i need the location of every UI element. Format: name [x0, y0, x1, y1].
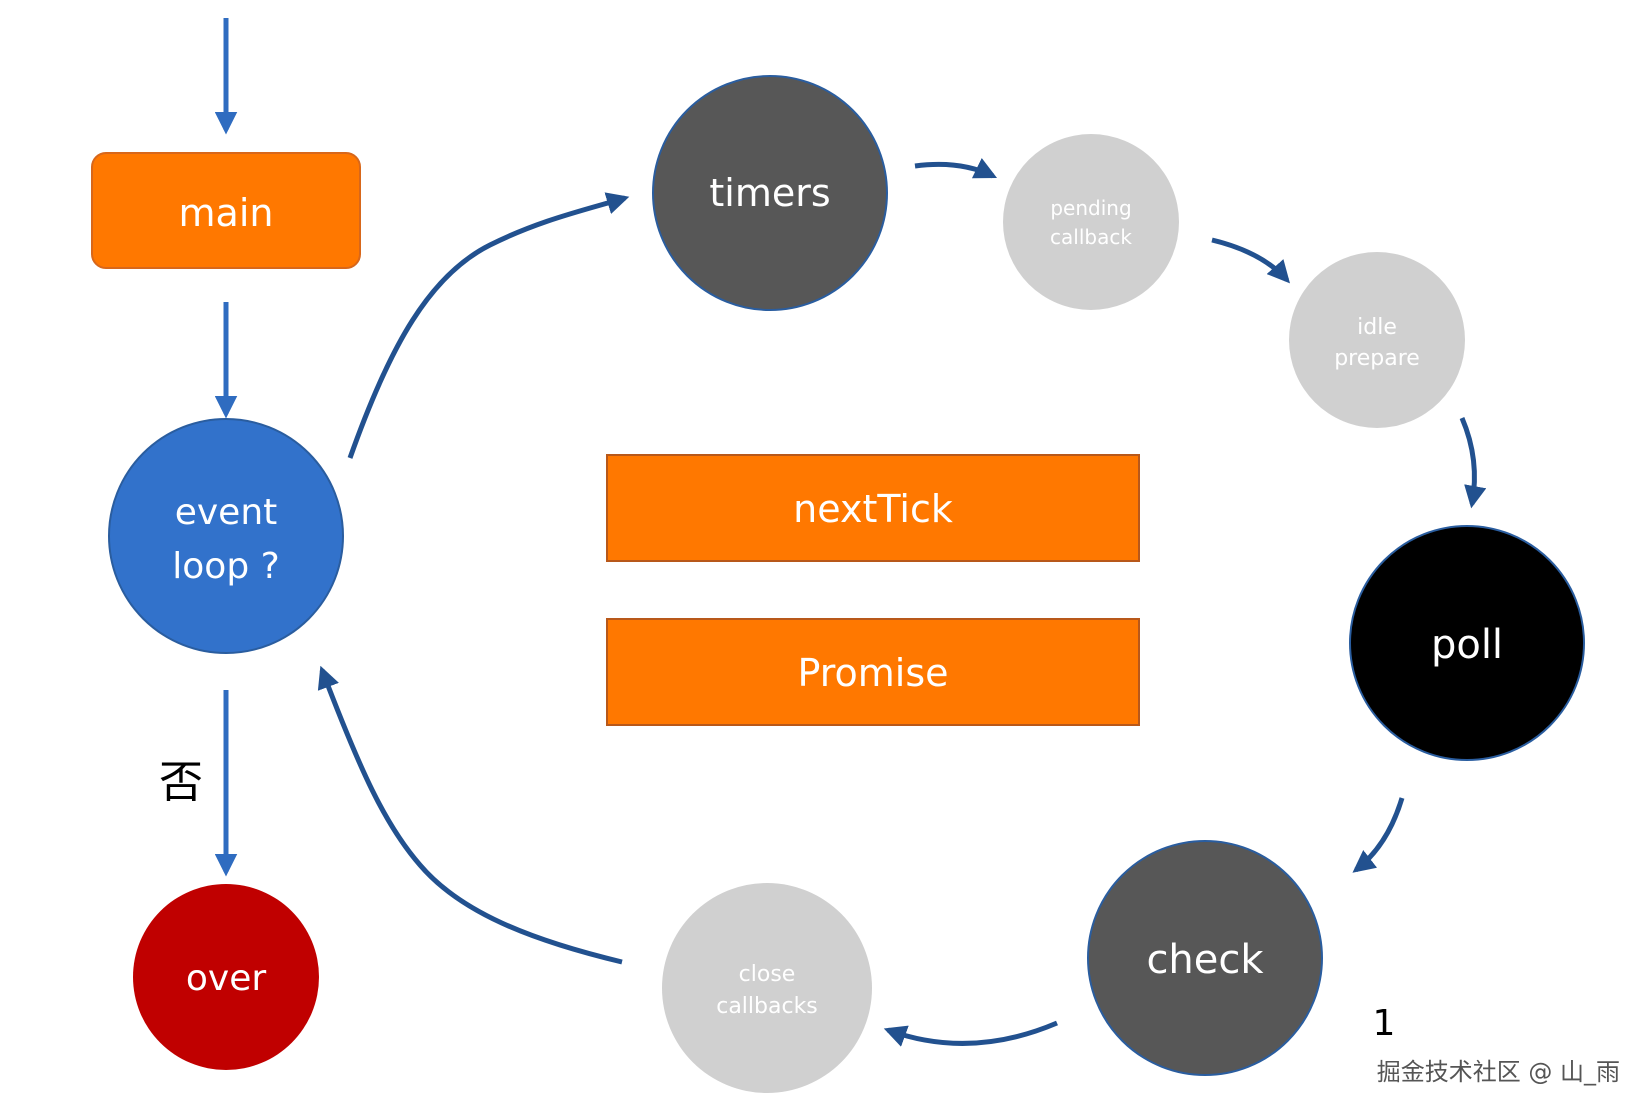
pending-to-idle-arrow	[1211, 237, 1290, 284]
idle-prepare-label-line1: idle	[1357, 315, 1397, 340]
event-loop-node	[108, 418, 344, 654]
timers-to-pending-arrow	[914, 158, 998, 179]
next-tick-label: nextTick	[793, 487, 953, 531]
timers-node	[652, 75, 888, 311]
promise-label: Promise	[797, 651, 948, 695]
timers-label: timers	[709, 171, 830, 215]
check-to-close-arrow	[883, 1020, 1058, 1047]
next-tick-queue	[606, 454, 1140, 562]
poll-label: poll	[1431, 622, 1503, 668]
pending-callback-node	[1003, 134, 1179, 310]
pending-callback-label-line1: pending	[1050, 196, 1131, 220]
close-to-event-loop-arrow	[317, 665, 623, 965]
promise-queue	[606, 618, 1140, 726]
over-label: over	[186, 958, 266, 999]
page-number: 1	[1373, 1003, 1396, 1044]
check-label: check	[1146, 937, 1264, 983]
main-box	[91, 152, 361, 269]
event-loop-label-line1: event	[175, 492, 278, 533]
poll-node	[1349, 525, 1585, 761]
close-callbacks-node	[662, 883, 872, 1093]
pending-callback-label-line2: callback	[1050, 225, 1132, 249]
close-callbacks-label-line1: close	[739, 962, 796, 987]
no-edge-label: 否	[159, 757, 203, 808]
idle-prepare-node	[1289, 252, 1465, 428]
event-loop-label-line2: loop ?	[172, 546, 279, 587]
poll-to-check-arrow	[1352, 797, 1405, 873]
main-label: main	[179, 191, 274, 235]
over-node	[133, 884, 319, 1070]
check-node	[1087, 840, 1323, 1076]
event-loop-to-timers-arrow	[347, 192, 630, 459]
idle-to-poll-arrow	[1459, 417, 1487, 509]
watermark: 掘金技术社区 @ 山_雨	[1377, 1058, 1620, 1086]
close-callbacks-label-line2: callbacks	[716, 994, 818, 1019]
idle-prepare-label-line2: prepare	[1334, 346, 1420, 371]
